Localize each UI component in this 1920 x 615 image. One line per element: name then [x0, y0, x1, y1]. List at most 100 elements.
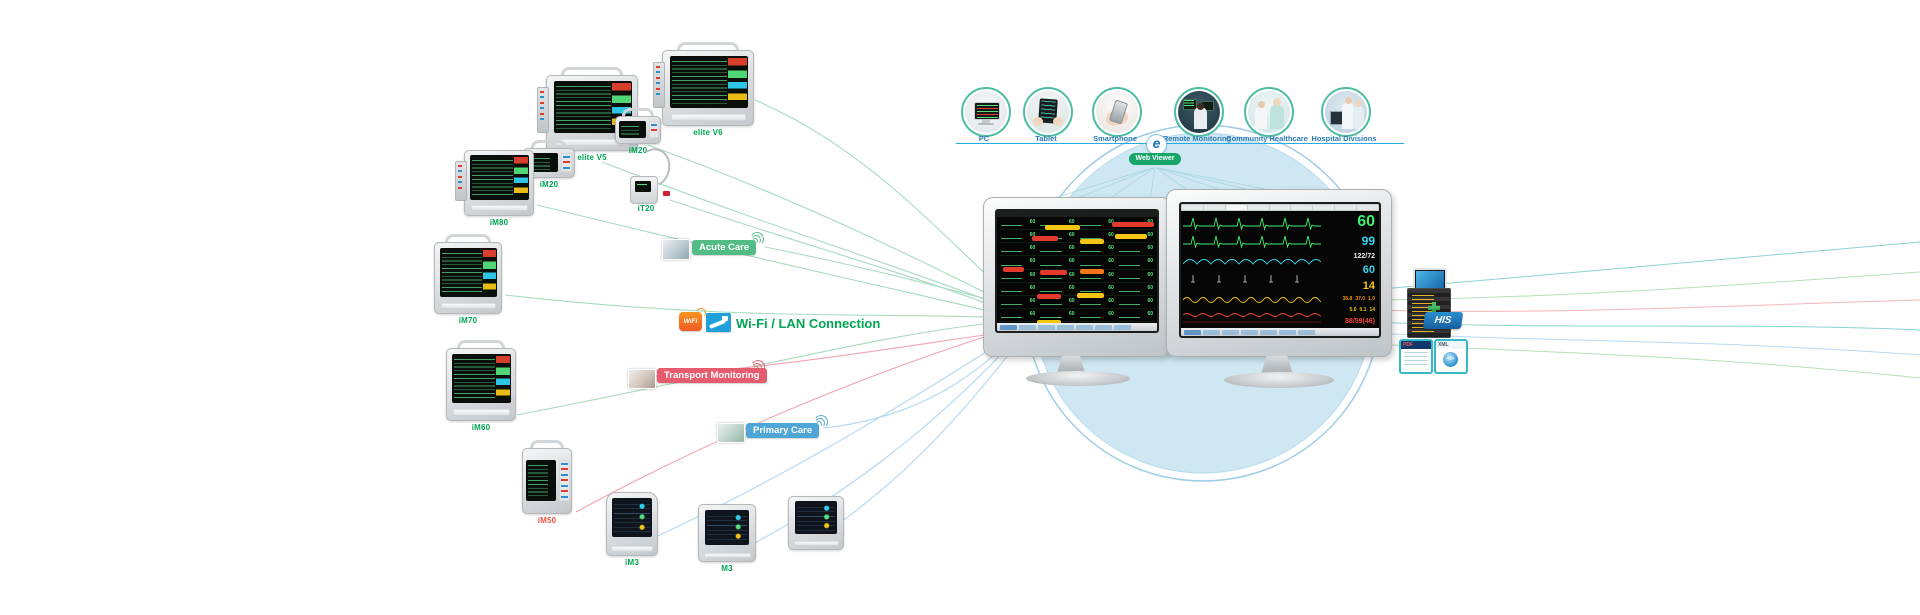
taskbar-button	[1260, 329, 1277, 335]
taskbar-button	[1279, 329, 1296, 335]
taskbar-button	[1222, 329, 1239, 335]
primary-care-photo	[717, 423, 745, 443]
device-label: elite V6	[693, 128, 723, 137]
web-viewer-line	[956, 143, 1404, 144]
monitor-stand	[1057, 356, 1085, 373]
patient-tile: 60	[1077, 271, 1116, 283]
taskbar-button	[1291, 205, 1313, 210]
patient-tile: 60	[1077, 244, 1116, 257]
taskbar-button	[1019, 324, 1036, 330]
pr-value: 60	[1362, 263, 1375, 276]
patient-tile: 60	[1116, 310, 1155, 322]
acute-care-badge: Acute Care	[692, 240, 757, 255]
alarm-bar	[1037, 293, 1061, 299]
server-monitor-icon	[1413, 268, 1447, 292]
device-label: M3	[721, 564, 733, 573]
web-viewer-badge: Web Viewer	[1129, 153, 1181, 165]
taskbar-button	[1269, 205, 1291, 210]
temp-row: 36.8 37.0 1.0	[1342, 296, 1375, 303]
hr-value: 60	[1357, 213, 1375, 230]
patient-tile: 60	[1116, 257, 1155, 270]
alarm-bar	[1080, 268, 1105, 274]
taskbar-button	[1203, 329, 1220, 335]
device-it20: iT20	[620, 143, 676, 213]
lan-cable-icon	[706, 313, 731, 332]
device-label: iM20	[539, 180, 559, 189]
device-label: iM3	[625, 558, 639, 567]
endpoint-label: Smartphone	[1093, 134, 1137, 143]
nibp-value: 122/72	[1353, 252, 1375, 260]
resp-value: 14	[1362, 280, 1375, 293]
device-im20-b: iM20	[615, 108, 661, 155]
green-network-lines	[504, 99, 1013, 416]
patient-tile: 60	[999, 218, 1038, 231]
patient-tile: 60	[1038, 257, 1077, 270]
alarm-bar	[1045, 225, 1081, 231]
device-im50: iM50	[522, 440, 572, 525]
patient-tile: 60	[1077, 297, 1116, 309]
taskbar-button	[1225, 205, 1247, 210]
alarm-bar	[1003, 267, 1025, 273]
patient-tile: 60	[999, 310, 1038, 322]
wifi-logo-icon: WiFi	[679, 312, 702, 331]
alarm-bar	[1040, 269, 1068, 275]
device-m3: M3	[698, 504, 756, 573]
patient-screen: 60 99 122/72 60 14 36.8 37.0 1.0 5.0 0.1…	[1179, 202, 1381, 338]
acute-care-photo	[662, 239, 690, 260]
medical-cross-icon	[1428, 302, 1440, 314]
device-label: iM50	[537, 516, 557, 525]
red-network-lines	[575, 329, 1007, 513]
endpoint-tablet	[1023, 87, 1073, 137]
device-label: iM70	[458, 316, 478, 325]
endpoint-community-healthcare	[1244, 87, 1294, 137]
taskbar-button	[1076, 324, 1093, 330]
taskbar-button	[1313, 205, 1335, 210]
smartphone-icon	[1096, 91, 1138, 133]
gas-row: 5.0 0.1 14	[1349, 306, 1375, 313]
device-screen	[554, 81, 632, 133]
endpoint-remote-monitoring	[1174, 87, 1224, 137]
vitals-column: 60 99 122/72 60 14 36.8 37.0 1.0 5.0 0.1…	[1323, 213, 1377, 326]
device-label: iM60	[471, 423, 491, 432]
taskbar-button	[1203, 205, 1225, 210]
patient-tile: 60	[999, 231, 1038, 244]
device-elite-v6: elite V6	[653, 42, 754, 137]
tablet-icon	[1027, 91, 1069, 133]
patient-tile: 60	[1038, 297, 1077, 309]
endpoint-label: Community Healthcare	[1226, 134, 1308, 143]
alarm-bar	[1037, 320, 1061, 326]
patient-tile: 60	[999, 271, 1038, 283]
device-im80: iM80	[455, 150, 534, 227]
alarm-bar	[1080, 238, 1105, 244]
patient-tile: 60	[999, 297, 1038, 309]
device-im60: iM60	[446, 340, 516, 432]
taskbar-button	[1057, 324, 1074, 330]
cms-header	[997, 211, 1157, 217]
patient-tile: 60	[1116, 244, 1155, 257]
transport-monitoring-badge: Transport Monitoring	[657, 368, 767, 383]
patient-tile: 60	[1116, 271, 1155, 283]
patient-tile: 60	[1038, 271, 1077, 283]
device-label: iM20	[628, 146, 648, 155]
taskbar-button	[1357, 205, 1379, 210]
community-healthcare-icon	[1248, 91, 1290, 133]
endpoint-label: Tablet	[1035, 134, 1057, 143]
parameter-module	[537, 87, 549, 134]
patient-screen-taskbar	[1181, 328, 1379, 336]
pdf-export-icon: PDF	[1399, 339, 1433, 374]
patient-tile: 60	[999, 284, 1038, 296]
wifi-signal-icon	[750, 358, 767, 375]
taskbar-button	[1000, 324, 1017, 330]
spo2-value: 99	[1361, 234, 1375, 249]
patient-tile: 60	[1038, 244, 1077, 257]
device-label: iM80	[489, 218, 509, 227]
device-label: iT20	[637, 204, 655, 213]
taskbar-button	[1247, 205, 1269, 210]
patient-tile: 60	[1077, 310, 1116, 322]
patient-screen-menubar	[1181, 204, 1379, 211]
alarm-bar	[1112, 221, 1154, 227]
device-vital-signs-monitor	[788, 496, 844, 550]
endpoint-label: PC	[978, 134, 990, 143]
hospital-divisions-icon	[1325, 91, 1367, 133]
